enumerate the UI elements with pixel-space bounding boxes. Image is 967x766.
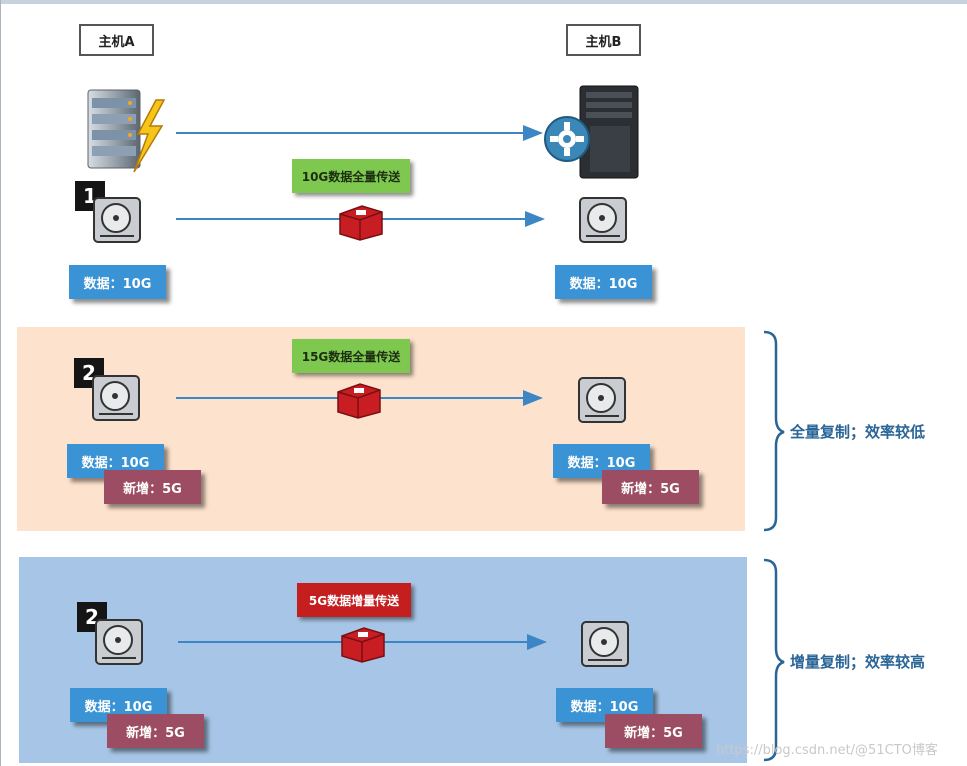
hard-drive-icon: [92, 375, 140, 421]
full-copy-note: 全量复制；效率较低: [790, 423, 926, 441]
host-b-data-label: 数据：10G: [555, 265, 652, 299]
lightning-icon: [133, 99, 166, 173]
incremental-copy-note: 增量复制；效率较高: [790, 653, 926, 671]
brace-incremental-copy: [763, 558, 785, 762]
host-a-new-label: 新增：5G: [104, 470, 201, 504]
step2-incremental-transfer-tag: 5G数据增量传送: [297, 583, 411, 617]
host-a-label: 主机A: [79, 24, 154, 56]
hard-drive-icon: [95, 619, 143, 665]
watermark-text: https://blog.csdn.net/@51CTO博客: [716, 743, 938, 758]
gear-icon: [544, 116, 590, 162]
step1-transfer-tag: 10G数据全量传送: [292, 159, 410, 193]
server-icon: [87, 89, 141, 169]
hard-drive-icon: [579, 197, 627, 243]
red-box-icon: [337, 383, 381, 419]
step2-full-transfer-tag: 15G数据全量传送: [292, 339, 410, 373]
hard-drive-icon: [93, 197, 141, 243]
hard-drive-icon: [578, 377, 626, 423]
brace-full-copy: [763, 330, 785, 532]
host-b-new-label: 新增：5G: [605, 714, 702, 748]
tower-server-icon: [579, 85, 639, 179]
host-b-label: 主机B: [566, 24, 641, 56]
red-box-icon: [339, 205, 383, 241]
step-badge-2-incremental: 2: [77, 602, 107, 632]
step-badge-1: 1: [75, 181, 105, 211]
red-box-icon: [341, 627, 385, 663]
window-top-border: [0, 0, 967, 4]
host-b-new-label: 新增：5G: [602, 470, 699, 504]
window-left-border: [0, 0, 1, 766]
hard-drive-icon: [581, 621, 629, 667]
host-b-data-label: 数据：10G: [553, 444, 650, 478]
host-a-data-label: 数据：10G: [69, 265, 166, 299]
host-a-new-label: 新增：5G: [107, 714, 204, 748]
